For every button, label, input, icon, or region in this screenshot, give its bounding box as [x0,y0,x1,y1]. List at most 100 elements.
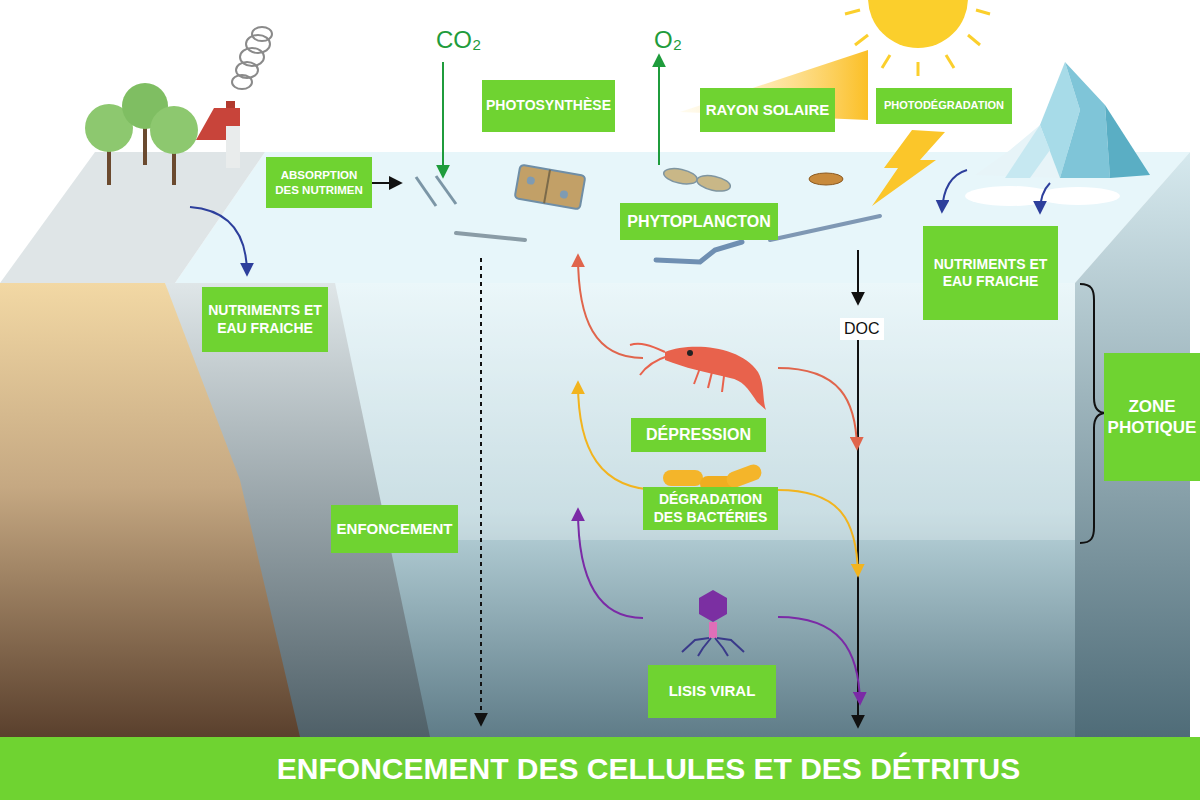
zone-bracket [1080,284,1106,543]
flow-arrows [370,182,400,184]
sun [855,35,868,45]
node-text: NUTRIMENTS ET EAU FRAICHE [205,302,325,337]
virus [699,590,727,622]
iceberg [1105,105,1150,178]
lightning-bolt [872,130,945,206]
flow-arrows [190,56,1050,726]
flow-arrows [778,368,857,448]
virus [698,638,711,656]
ocean-block [335,283,1075,540]
flow-label: DOC [840,318,884,340]
flow-arrows [578,256,643,358]
process-label: PHYTOPLANCTON [620,203,778,240]
light-beam [680,50,868,120]
ocean-block [0,283,1075,737]
flow-arrows [442,62,444,176]
iceberg [965,62,1150,206]
node-text: DÉPRESSION [646,425,751,445]
gas-label: CO₂ [432,24,485,56]
process-label: DÉPRESSION [631,418,766,452]
phytoplankton-cells [662,166,698,187]
sun [976,10,990,14]
flow-arrows [1040,183,1050,212]
zone-label: ZONE PHOTIQUE [1104,353,1200,481]
node-text: ABSORPTION DES NUTRIMEN [269,168,369,197]
process-label: PHOTODÉGRADATION [876,88,1012,124]
process-label: DÉGRADATION DES BACTÉRIES [643,487,778,530]
shrimp [694,368,700,384]
node-text: PHYTOPLANCTON [627,212,770,232]
node-text: PHOTODÉGRADATION [884,99,1004,113]
lightning-bolt [872,130,945,206]
flow-arrows [778,617,860,703]
iceberg [1036,187,1120,205]
shrimp [630,344,724,392]
shrimp [630,344,665,352]
process-label: ABSORPTION DES NUTRIMEN [266,157,372,208]
flow-arrows [658,56,660,165]
node-text: LISIS VIRAL [669,682,756,701]
shrimp [687,350,693,356]
shrimp [630,344,766,410]
node-text: ENFONCEMENT DES CELLULES ET DES DÉTRITUS [277,750,1020,788]
phytoplankton-cells [416,165,880,262]
shrimp [708,372,712,388]
trees [150,106,198,154]
sun [917,62,920,76]
footer-band: ENFONCEMENT DES CELLULES ET DES DÉTRITUS [0,737,1200,800]
house-factory [196,27,272,168]
bacteria [663,470,703,486]
flow-arrows [942,170,967,211]
process-label: RAYON SOLAIRE [700,88,835,132]
phytoplankton-cells [696,173,732,194]
zone-bracket [1080,284,1106,543]
iceberg [1005,125,1050,178]
process-label: LISIS VIRAL [648,665,776,718]
bacteria [724,462,763,489]
gas-label: O₂ [650,24,686,56]
phytoplankton-cells [515,165,586,210]
process-label: PHOTOSYNTHÈSE [482,80,615,132]
house-factory [226,126,240,168]
house-factory [232,27,272,89]
trees [85,83,198,185]
house-factory [252,27,272,41]
phytoplankton-cells [526,176,535,185]
sun [946,55,954,68]
node-text: DÉGRADATION DES BACTÉRIES [646,491,775,526]
process-label: NUTRIMENTS ET EAU FRAICHE [923,226,1058,320]
phytoplankton-cells [416,177,436,206]
sun [968,35,980,45]
virus [682,590,744,656]
node-text: ENFONCEMENT [337,520,453,539]
sun [882,55,890,68]
node-text: PHOTOSYNTHÈSE [486,97,611,115]
land-cliff [0,152,265,283]
phytoplankton-cells [809,173,843,185]
virus [682,638,744,656]
phytoplankton-cells [544,170,550,203]
node-text: RAYON SOLAIRE [706,101,830,120]
flow-arrows [857,340,859,726]
phytoplankton-cells [656,242,742,262]
shrimp [640,356,668,375]
shrimp [722,376,724,392]
node-text: NUTRIMENTS ET EAU FRAICHE [926,256,1055,291]
iceberg [1060,62,1110,178]
phytoplankton-cells [436,176,456,204]
node-text: ZONE PHOTIQUE [1107,396,1197,439]
land-cliff [0,152,430,737]
flow-arrows [480,258,482,724]
phytoplankton-cells [559,190,568,199]
flow-arrows [857,250,859,303]
virus [709,622,717,638]
house-factory [246,35,270,53]
shrimp [665,347,766,410]
ocean-block [0,152,1190,737]
phytoplankton-cells [662,166,731,194]
phytoplankton-cells [770,216,880,240]
flow-arrows [190,207,247,274]
sun [845,10,860,14]
phytoplankton-cells [515,165,586,210]
flow-arrows [778,490,858,575]
